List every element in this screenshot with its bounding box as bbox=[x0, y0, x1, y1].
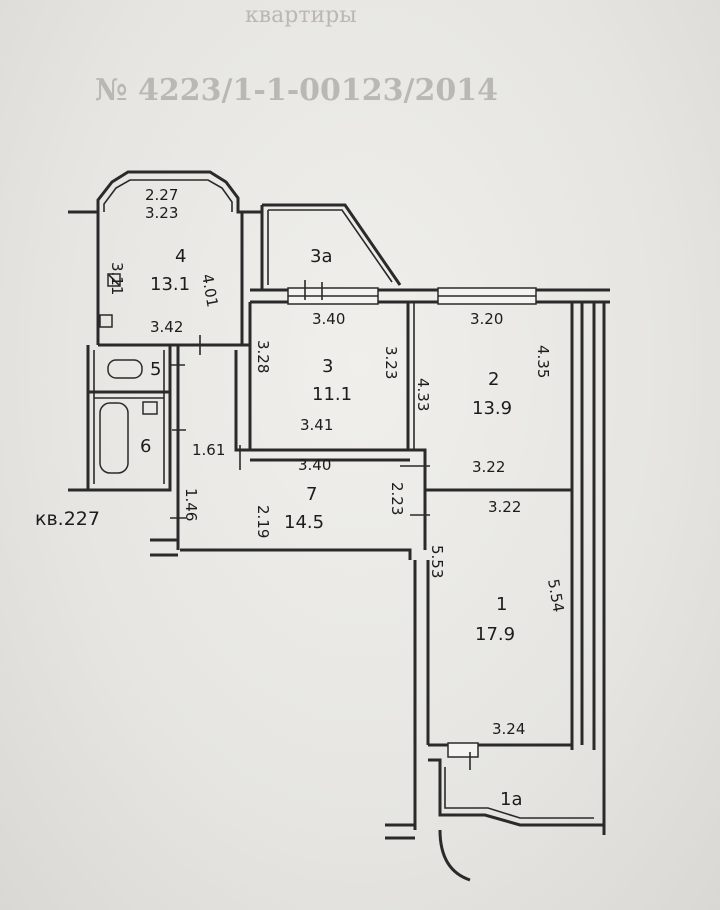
room1-area: 17.9 bbox=[475, 624, 515, 645]
window-room1 bbox=[447, 742, 479, 758]
dim-room3-right: 3.23 bbox=[382, 346, 400, 379]
dim-room3-left: 3.28 bbox=[254, 340, 272, 373]
dim-kitchen-top: 2.27 bbox=[145, 186, 178, 204]
room2-area: 13.9 bbox=[472, 398, 512, 419]
hand-ticks bbox=[170, 280, 471, 770]
washbasin-icon bbox=[142, 401, 158, 415]
apartment-label: кв.227 bbox=[35, 508, 100, 530]
balcony-1a-inner bbox=[444, 767, 594, 819]
room6-number: 6 bbox=[140, 436, 151, 457]
room7-number: 7 bbox=[306, 484, 317, 505]
dim-hall-left: 2.19 bbox=[254, 505, 272, 538]
faded-header-line2: № 4223/1-1-00123/2014 bbox=[95, 73, 498, 108]
toilet-icon bbox=[107, 359, 143, 379]
stove-icon-cross bbox=[107, 273, 121, 287]
room3-area: 11.1 bbox=[312, 384, 352, 405]
dim-room2-left: 4.33 bbox=[414, 378, 432, 411]
dim-kitchen-right: 4.01 bbox=[198, 273, 222, 309]
balcony-1a-wall bbox=[413, 752, 604, 830]
dim-room2-right: 4.35 bbox=[534, 345, 552, 378]
dim-hall-top: 3.40 bbox=[298, 456, 331, 474]
faded-header-line1: квартиры bbox=[245, 3, 357, 28]
dim-room2-top: 3.20 bbox=[470, 310, 503, 328]
room5-number: 5 bbox=[150, 359, 161, 380]
hall7-divider bbox=[410, 448, 427, 550]
hall7-walls bbox=[180, 458, 412, 560]
balcony-1a-number: 1а bbox=[500, 789, 522, 810]
dim-kitchen-top2: 3.23 bbox=[145, 204, 178, 222]
room7-area: 14.5 bbox=[284, 512, 324, 533]
dim-room1-top: 3.22 bbox=[488, 498, 521, 516]
apartment-entrance-wall bbox=[68, 488, 178, 557]
kitchen-bay-inner bbox=[103, 179, 233, 212]
dim-room1-right: 5.54 bbox=[544, 578, 568, 614]
kitchen-bay-wall bbox=[68, 170, 262, 214]
dim-room3-top: 3.40 bbox=[312, 310, 345, 328]
bathtub-icon bbox=[99, 402, 129, 474]
dim-kitchen-bottom: 3.42 bbox=[150, 318, 183, 336]
room3-number: 3 bbox=[322, 356, 333, 377]
dim-room2-bottom: 3.22 bbox=[472, 458, 505, 476]
room2-number: 2 bbox=[488, 369, 499, 390]
dim-room3-bottom: 3.41 bbox=[300, 416, 333, 434]
dim-room1-left: 5.53 bbox=[428, 545, 446, 578]
balcony-left-bottom bbox=[385, 823, 471, 882]
room1-number: 1 bbox=[496, 594, 507, 615]
corridor-walls bbox=[176, 345, 250, 550]
dim-hall-right: 2.23 bbox=[388, 482, 406, 515]
bath-block-walls bbox=[86, 345, 172, 492]
loggia-3a-number: 3а bbox=[310, 246, 332, 267]
dim-corridor-left: 1.61 bbox=[192, 441, 225, 459]
right-outer-wall bbox=[570, 302, 606, 835]
stove-icon bbox=[107, 273, 121, 287]
loggia-3a-wall bbox=[260, 203, 402, 290]
room4-area: 13.1 bbox=[150, 274, 190, 295]
sink-icon bbox=[99, 314, 113, 328]
dim-room1-bottom: 3.24 bbox=[492, 720, 525, 738]
dim-corridor-lower: 1.46 bbox=[182, 488, 200, 521]
dim-kitchen-left: 3.11 bbox=[108, 262, 126, 295]
loggia-3a-inner bbox=[267, 209, 393, 285]
bath-block-inner bbox=[93, 350, 165, 484]
room4-number: 4 bbox=[175, 246, 186, 267]
